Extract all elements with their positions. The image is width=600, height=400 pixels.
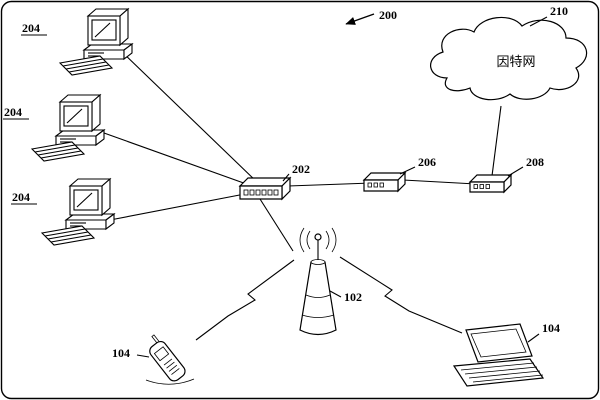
cone-shading-2 (301, 314, 335, 318)
ref-102: 102 (344, 290, 362, 304)
ref-204-2: 204 (4, 105, 22, 119)
laptop: 104 (452, 321, 560, 387)
phone-screen (153, 346, 170, 362)
link-pc2-switch (103, 132, 253, 187)
switch-ports (243, 189, 279, 196)
cone-top (310, 259, 326, 265)
computer-3: 204 (11, 178, 115, 246)
internet-label: 因特网 (496, 55, 535, 70)
wireless-link-phone (195, 259, 295, 341)
mobile-phone: 104 (112, 334, 195, 385)
laptop-keyboard (460, 362, 544, 383)
modem-206: 206 (362, 155, 436, 193)
link-206-208 (402, 179, 477, 185)
computer-1: 204 (21, 8, 133, 76)
network-switch: 202 (238, 162, 310, 201)
ref-210: 210 (550, 4, 568, 18)
phone-ground-line (145, 378, 195, 385)
link-pc3-switch (109, 192, 251, 221)
ref-202: 202 (292, 162, 310, 176)
ref-200: 200 (379, 8, 397, 22)
ref-208: 208 (526, 155, 544, 169)
link-208-cloud (491, 105, 502, 177)
connection-lines (103, 49, 502, 341)
leader-206 (399, 166, 416, 175)
switch-front (239, 185, 283, 200)
cloud-shape (430, 16, 588, 101)
computer-2: 204 (3, 94, 105, 162)
laptop-base (452, 358, 545, 387)
ref-104-laptop: 104 (542, 321, 560, 335)
leader-208 (507, 166, 524, 177)
leader-210 (529, 16, 548, 27)
ref-104-phone: 104 (112, 346, 130, 360)
internet-cloud: 因特网 210 (430, 4, 588, 101)
figure-ref: 200 (345, 8, 397, 25)
ref-204-3: 204 (12, 190, 30, 204)
link-switch-206 (287, 182, 373, 187)
leader-104-phone (136, 354, 150, 358)
leader-202 (282, 173, 290, 182)
wireless-link-laptop (339, 256, 463, 334)
link-switch-basestation (259, 198, 294, 252)
ref-204-1: 204 (22, 21, 40, 35)
gateway-208: 208 (468, 155, 544, 194)
ref-206: 206 (418, 155, 436, 169)
leader-104-laptop (527, 333, 540, 343)
link-pc1-switch (119, 49, 259, 184)
cone-shading-1 (305, 294, 331, 298)
radio-waves-icon (299, 227, 337, 253)
leader-102 (329, 290, 342, 298)
phone-keypad (163, 358, 180, 375)
phone-icon (149, 334, 186, 382)
base-station: 102 (299, 227, 362, 336)
laptop-screen (470, 328, 527, 358)
gateway-ports (473, 184, 490, 189)
modem-ports (367, 182, 384, 188)
antenna-tip (314, 233, 322, 241)
figure-ref-arrow (345, 13, 375, 25)
